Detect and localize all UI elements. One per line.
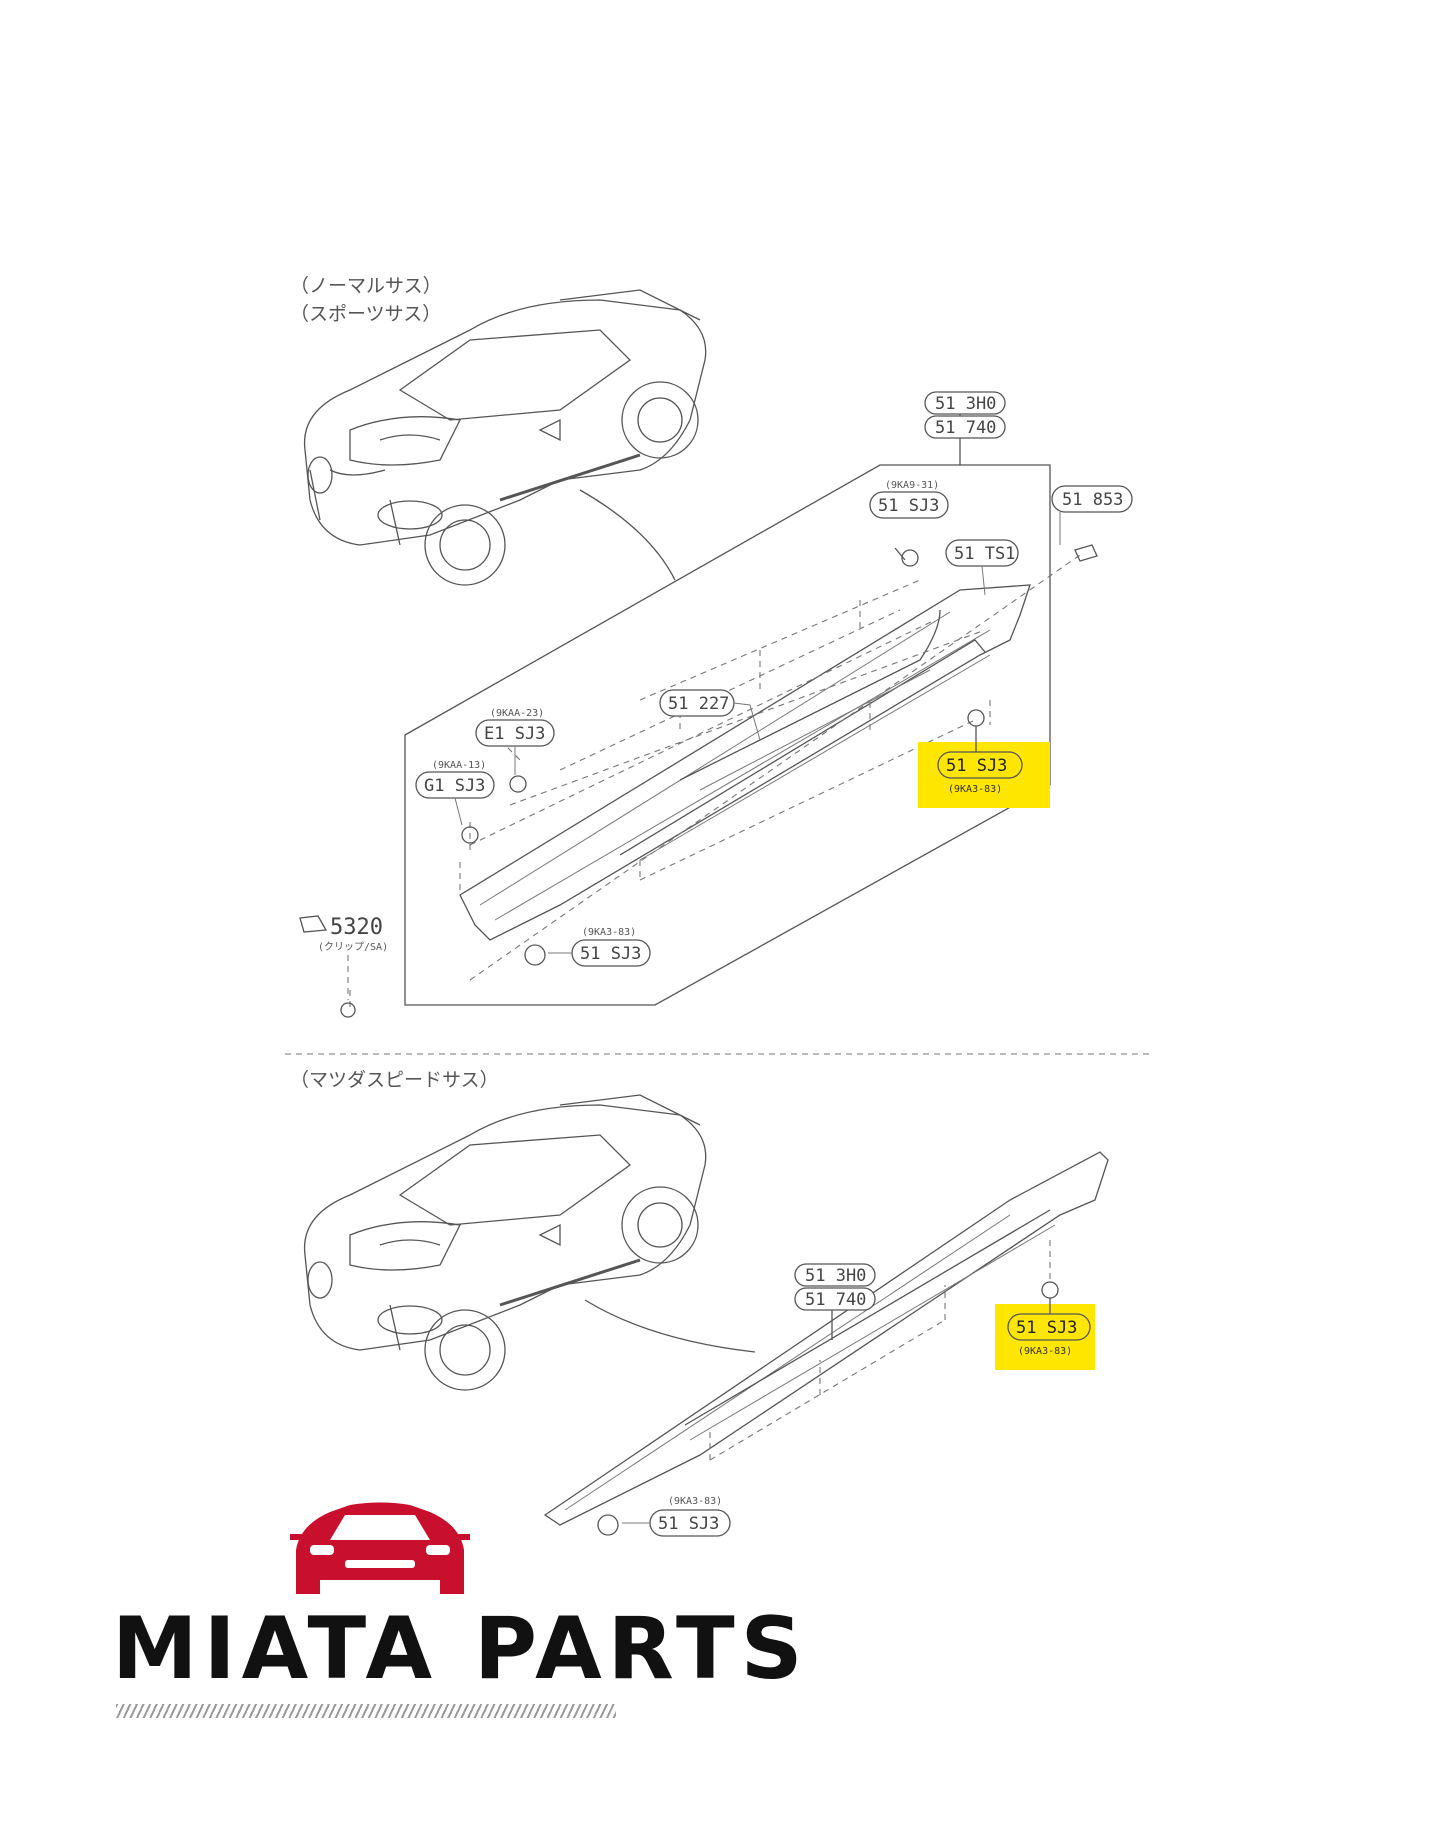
label-pill-highlight-upper bbox=[937, 751, 1023, 779]
label-fastener-left: 5320 bbox=[330, 915, 383, 940]
label-clip-left2-code: (9KAA-13) bbox=[432, 760, 486, 771]
label-fastener-left-code: (クリップ/SA) bbox=[318, 941, 388, 953]
label-molding: 51 TS1 bbox=[954, 544, 1015, 564]
label-screw-right: 51 853 bbox=[1062, 490, 1123, 510]
logo-car-icon bbox=[290, 1502, 470, 1594]
label-pill-assembly-bottom bbox=[924, 415, 1006, 439]
label-lower-clip-bottom-code: (9KA3-83) bbox=[668, 1496, 722, 1507]
label-clip-left2: G1 SJ3 bbox=[424, 776, 485, 796]
logo-stripe bbox=[116, 1704, 616, 1718]
note-sport-suspension: （スポーツサス） bbox=[290, 303, 441, 325]
label-pill-lower-assembly-top bbox=[794, 1263, 876, 1287]
screw-right-icon bbox=[1074, 544, 1098, 562]
label-clip-left1-code: (9KAA-23) bbox=[490, 708, 544, 719]
label-clip-bottom: 51 SJ3 bbox=[580, 944, 641, 964]
note-normal-suspension: （ノーマルサス） bbox=[290, 275, 442, 297]
label-clip-upper-code: (9KA9-31) bbox=[885, 480, 939, 491]
label-pill-lower-assembly-bottom bbox=[794, 1287, 876, 1311]
label-assembly-bottom: 51 740 bbox=[935, 418, 996, 438]
guide-lines-lower bbox=[709, 1240, 1051, 1461]
label-assembly-top: 51 3H0 bbox=[935, 394, 996, 414]
highlight-clip-upper-icon bbox=[967, 709, 985, 727]
clip-left1-icon bbox=[509, 775, 527, 793]
clip-bottom-icon bbox=[524, 944, 546, 966]
label-clip-bottom-code: (9KA3-83) bbox=[582, 927, 636, 938]
highlight-clip-lower-icon bbox=[1041, 1281, 1059, 1299]
fastener-left-icon bbox=[299, 915, 356, 1018]
side-skirt-upper bbox=[459, 584, 1031, 941]
label-clip-left1: E1 SJ3 bbox=[484, 724, 545, 744]
logo-text: MIATA PARTS bbox=[112, 1599, 809, 1699]
label-pill-assembly-top bbox=[924, 391, 1006, 415]
side-skirt-lower bbox=[543, 1151, 1109, 1526]
clip-left2-icon bbox=[461, 826, 479, 844]
car-illustration-upper bbox=[303, 289, 707, 586]
label-lower-clip-bottom: 51 SJ3 bbox=[658, 1514, 719, 1534]
lower-clip-bottom-icon bbox=[597, 1514, 619, 1536]
label-pill-highlight-lower bbox=[1007, 1313, 1091, 1341]
label-pill-screw-right bbox=[1051, 485, 1133, 513]
clip-upper-icon bbox=[894, 547, 919, 567]
callout-arrow-upper bbox=[579, 489, 676, 581]
car-illustration-lower bbox=[303, 1094, 707, 1391]
label-strip: 51 227 bbox=[668, 694, 729, 714]
label-highlight-clip-upper-code: (9KA3-83) bbox=[948, 784, 1002, 795]
label-highlight-clip-lower: 51 SJ3 bbox=[1016, 1318, 1077, 1338]
label-lower-assembly-top: 51 3H0 bbox=[805, 1266, 866, 1286]
label-clip-upper: 51 SJ3 bbox=[878, 496, 939, 516]
label-lower-assembly-bottom: 51 740 bbox=[805, 1290, 866, 1310]
label-pill-clip-upper bbox=[869, 491, 949, 519]
note-mazdaspeed-suspension: （マツダスピードサス） bbox=[290, 1069, 499, 1091]
label-highlight-clip-upper: 51 SJ3 bbox=[946, 756, 1007, 776]
callout-arrow-lower bbox=[584, 1299, 756, 1353]
label-highlight-clip-lower-code: (9KA3-83) bbox=[1018, 1346, 1072, 1357]
